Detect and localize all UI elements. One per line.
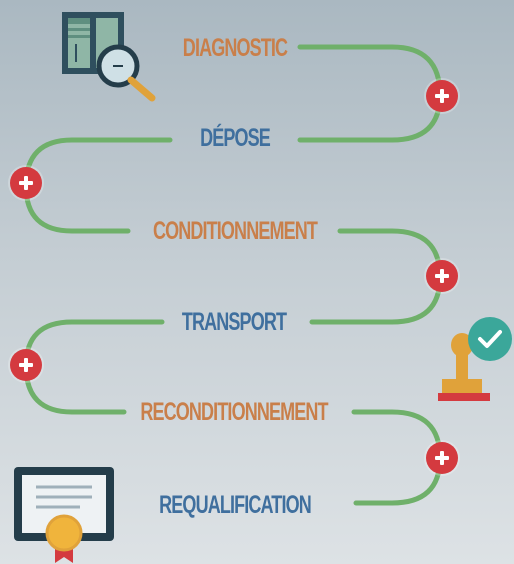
step-conditionnement: CONDITIONNEMENT	[152, 217, 318, 245]
window-inspection-icon	[62, 12, 156, 102]
approval-stamp-icon	[438, 317, 512, 401]
step-depose: DÉPOSE	[200, 124, 271, 152]
step-diagnostic: DIAGNOSTIC	[182, 34, 288, 62]
expand-transport-button[interactable]	[10, 349, 42, 381]
expand-depose-button[interactable]	[10, 167, 42, 199]
expand-reconditionnement-button[interactable]	[426, 442, 458, 474]
step-transport: TRANSPORT	[181, 308, 287, 336]
certificate-icon	[14, 467, 114, 563]
path-segment-1	[297, 44, 443, 143]
step-requalification: REQUALIFICATION	[159, 491, 312, 519]
expand-diagnostic-button[interactable]	[426, 80, 458, 112]
step-reconditionnement: RECONDITIONNEMENT	[140, 398, 328, 426]
expand-conditionnement-button[interactable]	[426, 260, 458, 292]
